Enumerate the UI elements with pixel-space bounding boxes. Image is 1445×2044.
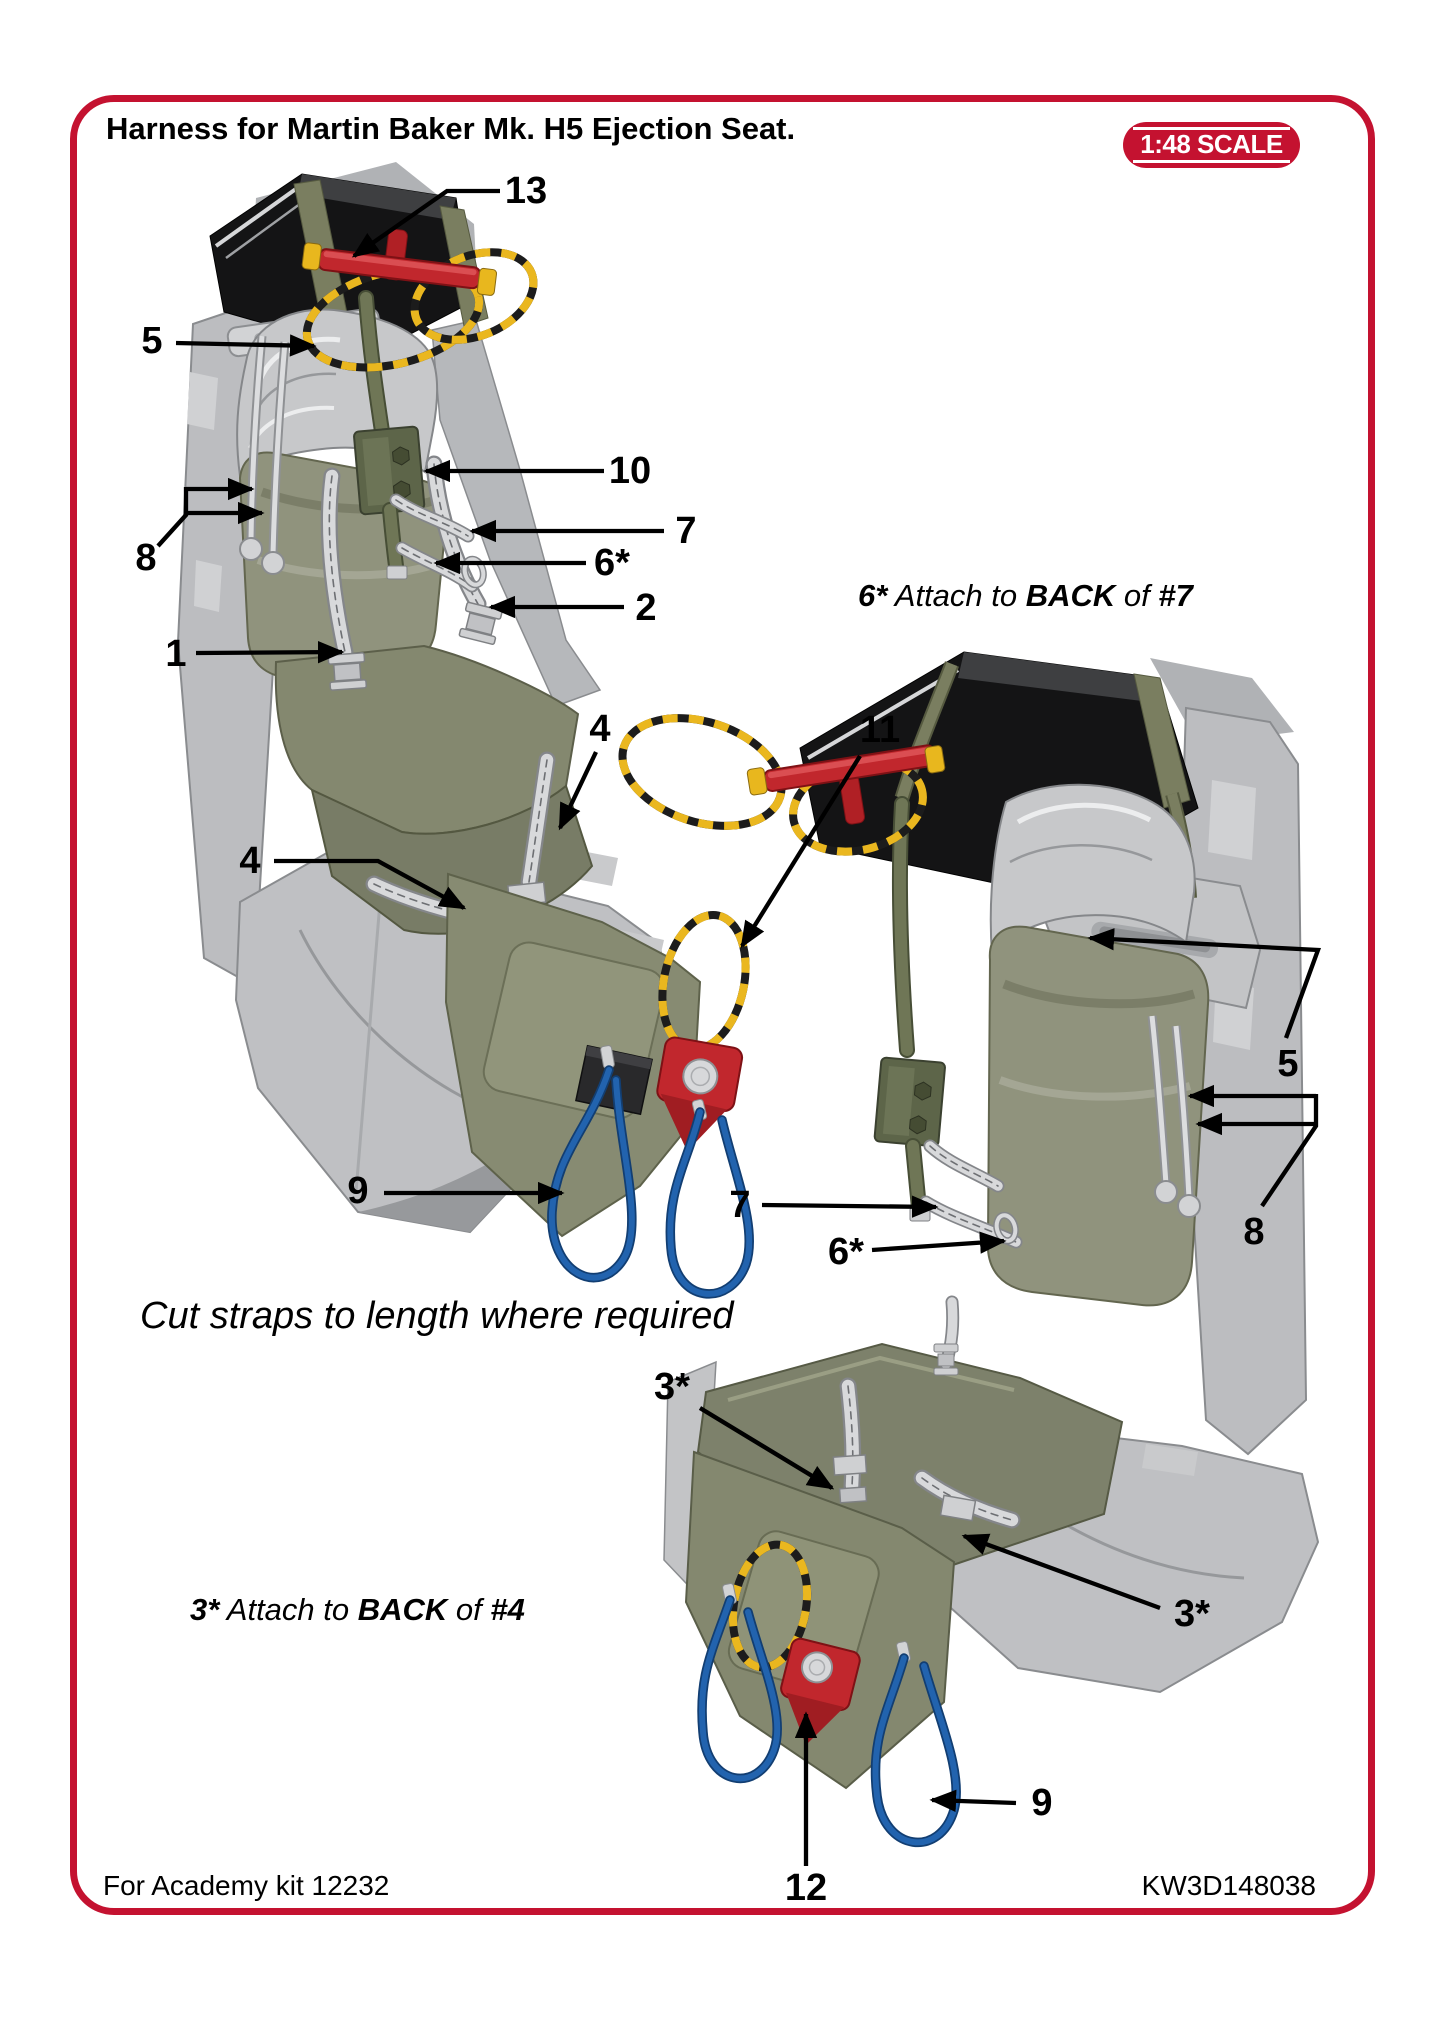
callout-4-seat: 4 xyxy=(589,708,611,750)
callout-3-right: 3* xyxy=(1174,1593,1210,1635)
callout-2: 2 xyxy=(635,587,657,629)
callout-12: 12 xyxy=(784,1867,828,1909)
footer-product-code: KW3D148038 xyxy=(1141,1870,1316,1901)
left-green-webbing xyxy=(353,290,426,580)
note3-text1: Attach to xyxy=(219,1592,358,1627)
note6-lead: 6* xyxy=(858,578,888,613)
scale-badge: 1:48 SCALE xyxy=(1123,122,1300,168)
note3-lead: 3* xyxy=(190,1592,220,1627)
left-green-buckle xyxy=(353,425,426,516)
callout-arrows xyxy=(156,188,1322,1866)
callout-10: 10 xyxy=(608,450,652,492)
callout-7-left: 7 xyxy=(675,510,697,552)
callout-13: 13 xyxy=(504,170,548,212)
right-seat-illustration xyxy=(618,651,1320,1848)
left-seat-illustration xyxy=(176,162,754,1299)
right-side-tubes xyxy=(1147,1015,1201,1218)
right-leg-restraint-cords xyxy=(697,1583,961,1848)
note6-ref: #7 xyxy=(1158,578,1193,613)
footer-kit-info: For Academy kit 12232 xyxy=(103,1870,390,1901)
callout-9-right: 9 xyxy=(1031,1782,1053,1824)
callout-6-left: 6* xyxy=(594,542,630,584)
red-page-border xyxy=(70,95,1375,1915)
right-lap-straps xyxy=(832,1295,1021,1529)
scale-badge-label: 1:48 SCALE xyxy=(1133,127,1290,163)
callout-7-right: 7 xyxy=(729,1184,751,1226)
note3-back: BACK xyxy=(357,1592,448,1627)
note-attach-6: 6* Attach to BACK of #7 xyxy=(858,578,1193,614)
right-ejection-handle xyxy=(618,714,946,856)
note6-text1: Attach to xyxy=(887,578,1026,613)
callout-3-left: 3* xyxy=(654,1366,690,1408)
callout-6-right: 6* xyxy=(828,1231,864,1273)
callout-9-left: 9 xyxy=(347,1170,369,1212)
left-leg-restraint-cords xyxy=(547,1045,754,1299)
cut-straps-note: Cut straps to length where required xyxy=(140,1295,734,1337)
right-green-buckle xyxy=(873,1056,946,1148)
note6-back: BACK xyxy=(1025,578,1116,613)
callout-11: 11 xyxy=(859,709,901,751)
note6-text2: of xyxy=(1115,578,1159,613)
callout-5-left: 5 xyxy=(141,320,163,362)
callout-5-right: 5 xyxy=(1277,1043,1299,1085)
callout-1: 1 xyxy=(165,633,187,675)
callout-4-side: 4 xyxy=(239,840,261,882)
note3-text2: of xyxy=(447,1592,491,1627)
page-title: Harness for Martin Baker Mk. H5 Ejection… xyxy=(106,111,796,146)
left-shoulder-straps xyxy=(320,455,503,691)
callout-8-right: 8 xyxy=(1243,1211,1265,1253)
left-side-tubes xyxy=(239,335,290,575)
callout-8-left: 8 xyxy=(135,537,157,579)
note-attach-3: 3* Attach to BACK of #4 xyxy=(190,1592,525,1628)
note3-ref: #4 xyxy=(490,1592,525,1627)
